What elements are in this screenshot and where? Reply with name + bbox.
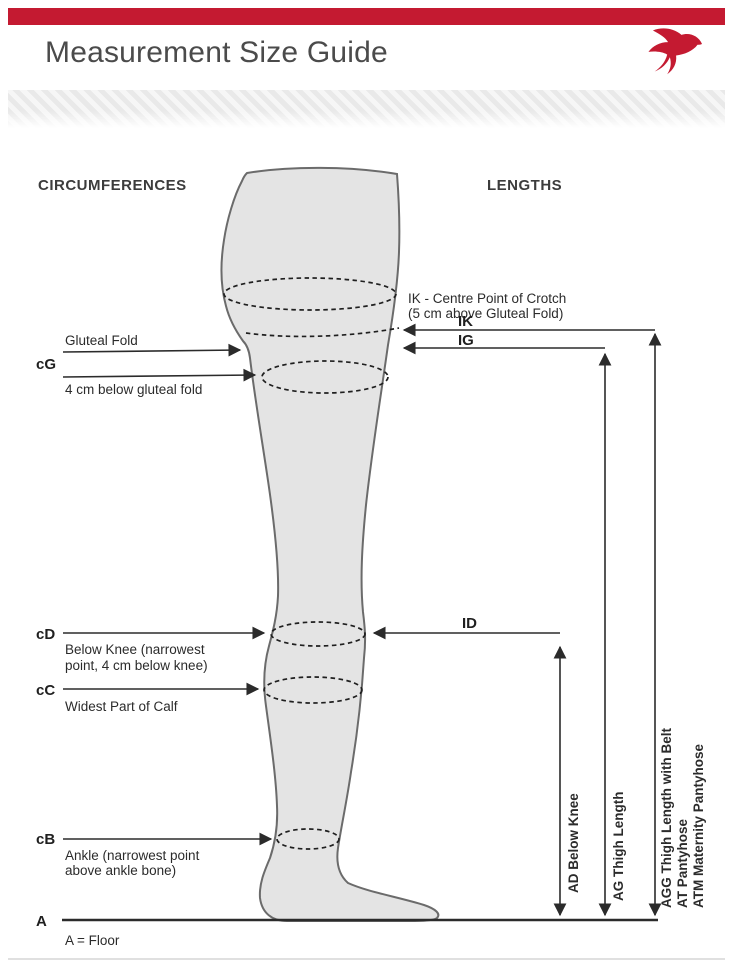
cb-circumference-dashes	[276, 828, 340, 850]
atm-label: ATM Maternity Pantyhose	[691, 743, 706, 908]
gluteal-fold-arrow	[62, 343, 242, 357]
cb-label-line1: Ankle (narrowest point	[65, 848, 200, 863]
cc-label: Widest Part of Calf	[65, 699, 178, 714]
ag-label: AG Thigh Length	[611, 792, 626, 901]
cd-code: cD	[36, 626, 55, 643]
floor-code: A	[36, 913, 47, 930]
cd-circumference-dashes	[270, 621, 366, 647]
cg-code: cG	[36, 356, 56, 373]
id-code: ID	[462, 615, 477, 632]
leg-silhouette	[220, 166, 440, 922]
length-callouts: IK - Centre Point of Crotch (5 cm above …	[372, 291, 706, 917]
decorative-texture-band	[8, 90, 725, 128]
ik-note-line2: (5 cm above Gluteal Fold)	[408, 306, 563, 321]
cb-label-line2: above ankle bone)	[65, 863, 176, 878]
bottom-divider	[8, 958, 725, 960]
circumference-callouts: Gluteal Fold cG 4 cm below gluteal fold …	[36, 333, 658, 948]
ik-code: IK	[458, 313, 473, 330]
cg-arrow	[62, 368, 257, 382]
gluteal-fold-label: Gluteal Fold	[65, 333, 138, 348]
crotch-level-dashes	[245, 327, 400, 338]
hip-circumference-dashes	[223, 277, 397, 311]
brand-swallow-logo-icon	[648, 28, 702, 75]
ad-label: AD Below Knee	[566, 793, 581, 893]
top-red-bar	[8, 8, 725, 25]
floor-label: A = Floor	[65, 933, 120, 948]
leg-illustration	[220, 166, 440, 922]
cc-circumference-dashes	[263, 676, 363, 704]
cg-label: 4 cm below gluteal fold	[65, 382, 202, 397]
lengths-heading: LENGTHS	[487, 177, 562, 194]
cb-code: cB	[36, 831, 55, 848]
cg-circumference-dashes	[261, 360, 389, 394]
cc-code: cC	[36, 682, 55, 699]
at-label: AT Pantyhose	[675, 818, 690, 908]
swallow-bird-shape	[648, 28, 702, 75]
ig-code: IG	[458, 332, 474, 349]
circumferences-heading: CIRCUMFERENCES	[38, 177, 187, 194]
cd-label-line2: point, 4 cm below knee)	[65, 658, 208, 673]
cd-label-line1: Below Knee (narrowest	[65, 642, 205, 657]
ik-note-line1: IK - Centre Point of Crotch	[408, 291, 566, 306]
agg-label: AGG Thigh Length with Belt	[659, 728, 674, 908]
page-title: Measurement Size Guide	[45, 36, 388, 69]
